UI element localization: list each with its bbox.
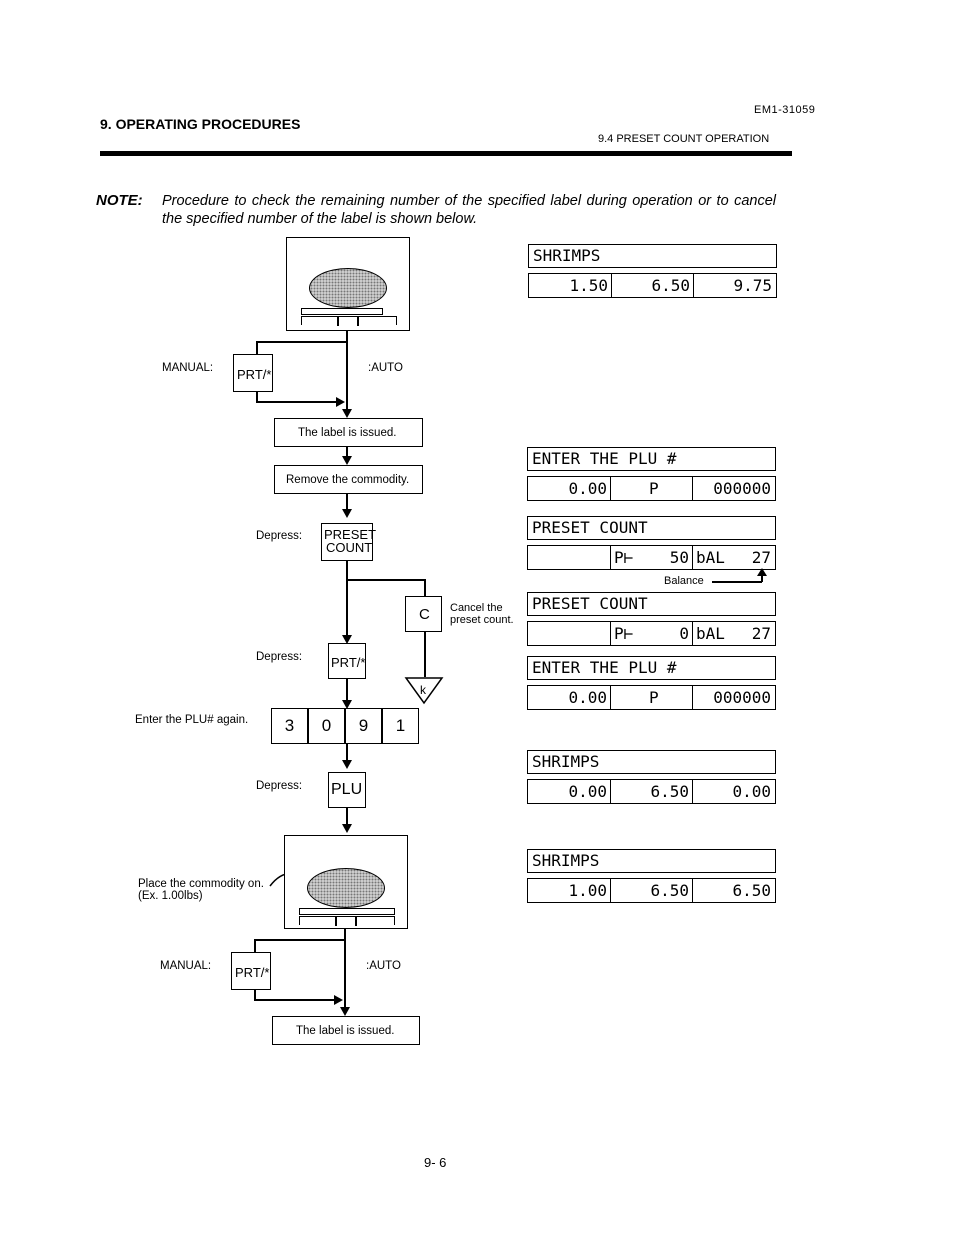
commodity-illustration — [309, 268, 387, 308]
balance-label: Balance — [664, 575, 704, 587]
display-5-top: ENTER THE PLU # — [527, 656, 776, 680]
label-issued-box: The label is issued. — [274, 418, 423, 447]
prt-key-3[interactable]: PRT/* — [231, 952, 271, 990]
digit-key-0[interactable]: 0 — [308, 708, 345, 744]
display-3-top: PRESET COUNT — [527, 516, 776, 540]
digit-key-1[interactable]: 1 — [382, 708, 419, 744]
scale-platform-2 — [299, 908, 395, 915]
scale-base — [301, 316, 397, 325]
manual-label-2: MANUAL: — [160, 960, 212, 972]
scale-illustration — [286, 237, 410, 331]
page-number: 9- 6 — [424, 1155, 447, 1170]
remove-commodity-box: Remove the commodity. — [274, 465, 423, 494]
digit-key-3[interactable]: 3 — [271, 708, 308, 744]
digit-key-9[interactable]: 9 — [345, 708, 382, 744]
display-2-bottom: 0.00 P 000000 — [527, 476, 776, 501]
prt-key-2[interactable]: PRT/* — [328, 643, 366, 679]
label-issued-box-2: The label is issued. — [272, 1016, 420, 1045]
display-1-top: SHRIMPS — [528, 244, 777, 268]
header-rule — [100, 151, 792, 156]
subsection-title: 9.4 PRESET COUNT OPERATION — [598, 133, 770, 145]
depress-label-3: Depress: — [256, 780, 303, 792]
commodity-illustration-2 — [307, 868, 385, 908]
k-label: k — [420, 683, 427, 697]
depress-label: Depress: — [256, 530, 303, 542]
display-3-bottom: P⊢ 50 bAL 27 — [527, 545, 776, 570]
auto-label-2: :AUTO — [366, 960, 401, 972]
display-4-bottom: P⊢ 0 bAL 27 — [527, 621, 776, 646]
cancel-text: Cancel the preset count. — [450, 602, 514, 626]
display-5-bottom: 0.00 P 000000 — [527, 685, 776, 710]
display-7-top: SHRIMPS — [527, 849, 776, 873]
note-text: Procedure to check the remaining number … — [162, 193, 776, 227]
place-commodity-text: Place the commodity on. (Ex. 1.00lbs) — [138, 878, 264, 902]
document-id: EM1-31059 — [754, 104, 816, 116]
display-6-bottom: 0.00 6.50 0.00 — [527, 779, 776, 804]
display-4-top: PRESET COUNT — [527, 592, 776, 616]
scale-illustration-2 — [284, 835, 408, 929]
display-7-bottom: 1.00 6.50 6.50 — [527, 878, 776, 903]
enter-plu-again-label: Enter the PLU# again. — [135, 714, 249, 726]
note-label: NOTE: — [96, 192, 143, 209]
depress-label-2: Depress: — [256, 651, 303, 663]
display-2-top: ENTER THE PLU # — [527, 447, 776, 471]
auto-label: :AUTO — [368, 362, 403, 374]
connector-k: k — [404, 677, 444, 705]
c-key[interactable]: C — [405, 596, 442, 632]
display-6-top: SHRIMPS — [527, 750, 776, 774]
plu-key[interactable]: PLU — [328, 772, 366, 808]
section-title: 9. OPERATING PROCEDURES — [100, 116, 301, 132]
scale-base-2 — [299, 916, 395, 925]
display-1-bottom: 1.50 6.50 9.75 — [528, 273, 777, 298]
manual-label: MANUAL: — [162, 362, 214, 374]
preset-count-key[interactable]: PRESET COUNT — [321, 523, 376, 561]
prt-key[interactable]: PRT/* — [233, 354, 273, 392]
scale-platform — [301, 308, 383, 315]
